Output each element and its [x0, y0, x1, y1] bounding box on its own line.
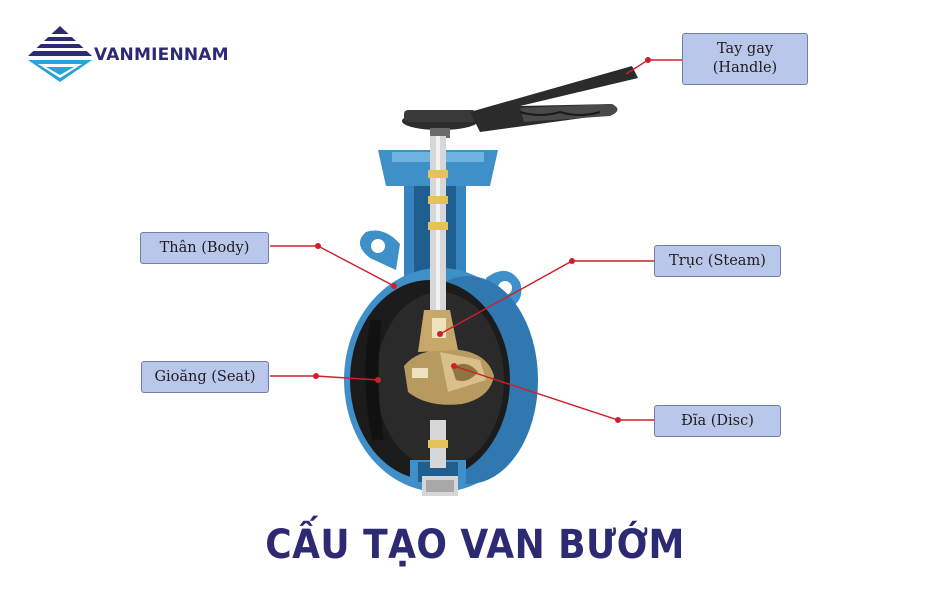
label-disc: Đĩa (Disc) [654, 405, 781, 437]
leader-dots [313, 57, 651, 423]
layered-pyramid-logo-icon [28, 26, 92, 82]
disc-part [404, 310, 494, 405]
brand-name: VANMIENNAM [94, 45, 229, 65]
label-stem: Trục (Steam) [654, 245, 781, 277]
stem-part [428, 136, 448, 468]
label-handle-line2: (Handle) [712, 60, 778, 76]
label-body: Thân (Body) [140, 232, 269, 264]
label-handle-line1: Tay gay [716, 41, 774, 57]
brand-logo [28, 26, 92, 82]
page-title: CẤU TẠO VAN BƯỚM [265, 522, 685, 568]
label-seat: Gioăng (Seat) [141, 361, 269, 393]
label-handle: Tay gay (Handle) [682, 33, 808, 85]
handle-part [402, 66, 638, 138]
